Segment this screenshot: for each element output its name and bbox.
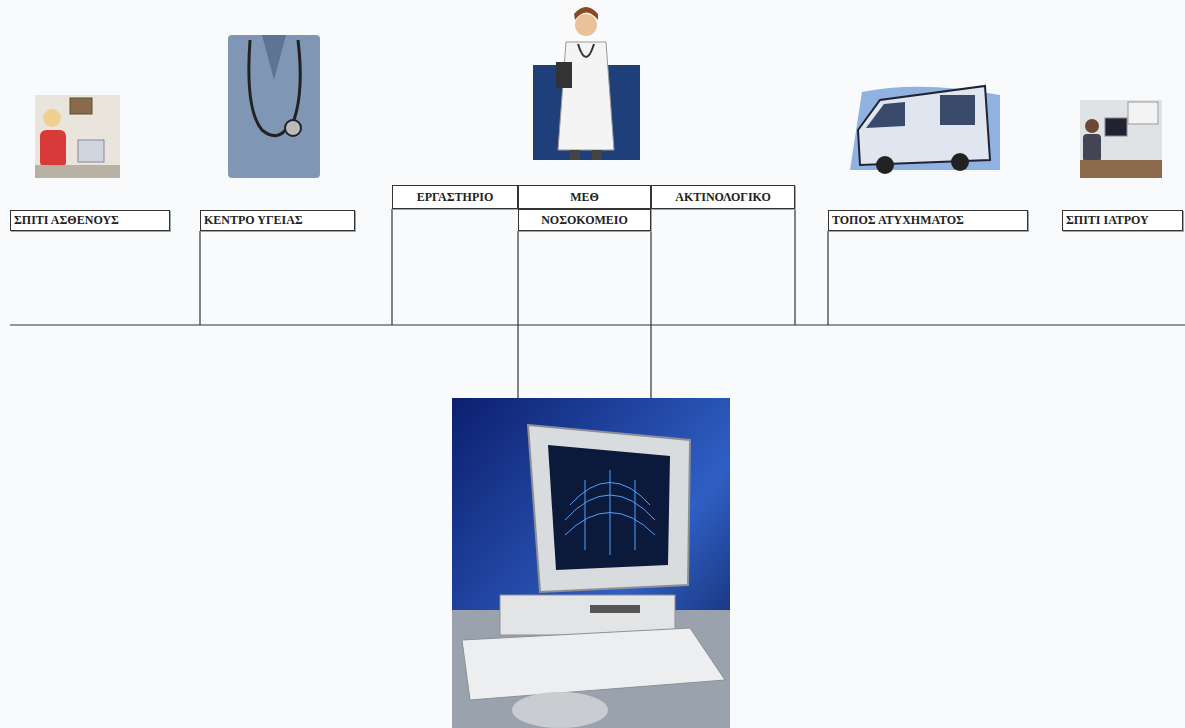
grid-line (585, 480, 586, 550)
drop-line (199, 231, 200, 325)
doctor-photo (228, 35, 320, 178)
site-label-box: ΕΡΓΑΣΤΗΡΙΟ (392, 185, 518, 209)
stethoscope (249, 40, 292, 136)
drop-line (827, 231, 828, 325)
site-label-box: ΚΕΝΤΡΟ ΥΓΕΙΑΣ (200, 210, 355, 231)
grid-line (610, 470, 611, 555)
desk (1080, 160, 1162, 178)
photo-bg (452, 398, 730, 728)
network-wires (10, 209, 1185, 398)
clipboard (556, 62, 572, 88)
central-computer (452, 398, 730, 728)
drop-line (650, 209, 651, 398)
head (43, 109, 61, 127)
collar (262, 35, 286, 80)
site-label: ΜΕΘ (570, 191, 599, 204)
site-label-box: ΑΚΤΙΝΟΛΟΓΙΚΟ (651, 185, 795, 209)
wheel (951, 153, 969, 171)
keyboard (462, 628, 725, 700)
doctor-home-photo (1080, 100, 1162, 178)
site-label-box: ΜΕΘ (518, 185, 651, 209)
stethoscope (578, 44, 594, 57)
drop-line (391, 209, 392, 325)
windshield (866, 102, 905, 128)
ambulance (850, 86, 1000, 174)
monitor-case (528, 425, 690, 592)
shadow (850, 87, 1000, 170)
site-label: ΣΠΙΤΙ ΙΑΤΡΟΥ (1066, 214, 1149, 227)
monitor (1105, 118, 1127, 136)
site-label-box: ΣΠΙΤΙ ΙΑΤΡΟΥ (1062, 210, 1183, 231)
drive-slot (590, 605, 640, 613)
torso (40, 130, 66, 168)
grid-line (635, 480, 636, 550)
site-label-box: ΤΟΠΟΣ ΑΤΥΧΗΜΑΤΟΣ (828, 210, 1028, 231)
patient-photo (35, 95, 120, 178)
female-doctor (533, 7, 640, 160)
drop-line (794, 209, 795, 325)
scrubs (228, 35, 320, 178)
leg (592, 150, 602, 160)
torso (1083, 134, 1101, 162)
coat (558, 42, 614, 150)
wheel (876, 156, 894, 174)
desk (35, 165, 120, 178)
wall-notes (1128, 102, 1158, 124)
wall-picture (70, 98, 92, 114)
rear-window (940, 95, 975, 125)
stethoscope-head (285, 120, 301, 136)
site-label: ΚΕΝΤΡΟ ΥΓΕΙΑΣ (204, 214, 303, 227)
head (575, 14, 597, 36)
site-label: ΣΠΙΤΙ ΑΣΘΕΝΟΥΣ (14, 214, 119, 227)
photo-bg (1080, 100, 1162, 178)
van-body (858, 86, 990, 165)
device (78, 140, 104, 162)
bus-line (10, 324, 1185, 325)
screen (548, 445, 670, 570)
system-unit (500, 595, 675, 635)
drop-line (517, 231, 518, 398)
mouse (512, 692, 608, 728)
screen-grid (565, 470, 655, 555)
photo-bg (35, 95, 120, 178)
site-label: ΑΚΤΙΝΟΛΟΓΙΚΟ (675, 191, 771, 204)
site-label-box: ΣΠΙΤΙ ΑΣΘΕΝΟΥΣ (10, 210, 170, 231)
leg (570, 150, 580, 160)
hair (574, 7, 598, 20)
site-label-box: ΝΟΣΟΚΟΜΕΙΟ (518, 209, 651, 231)
head (1085, 119, 1099, 133)
site-label: ΝΟΣΟΚΟΜΕΙΟ (541, 214, 628, 227)
site-label: ΤΟΠΟΣ ΑΤΥΧΗΜΑΤΟΣ (832, 214, 964, 227)
site-label: ΕΡΓΑΣΤΗΡΙΟ (417, 191, 494, 204)
stethoscope (294, 40, 300, 120)
